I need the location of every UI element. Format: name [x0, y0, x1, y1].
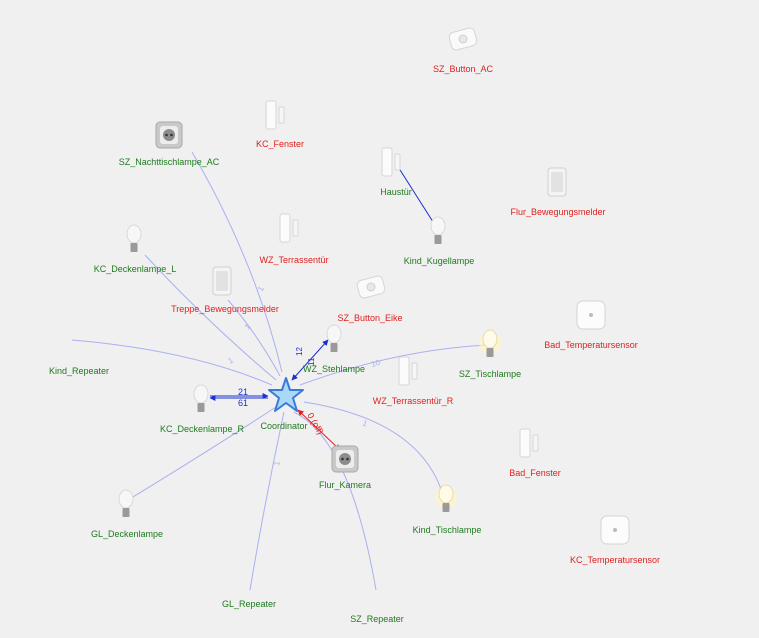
node-label-kc-fenster[interactable]: KC_Fenster — [255, 139, 305, 149]
motion-sensor-icon[interactable] — [547, 167, 567, 197]
coordinator-star-icon[interactable] — [268, 377, 304, 412]
node-label-sz-button-eike[interactable]: SZ_Button_Eike — [337, 313, 403, 323]
link-kind-tischlampe — [303, 401, 444, 496]
bulb-icon[interactable] — [118, 489, 134, 517]
node-label-kind-kugellampe[interactable]: Kind_Kugellampe — [403, 256, 475, 266]
warm-bulb-icon[interactable] — [435, 484, 457, 512]
lqi-label: 21 — [238, 387, 248, 397]
node-label-flur-bewegungsmelder[interactable]: Flur_Bewegungsmelder — [510, 207, 606, 217]
lqi-label: 1 — [243, 322, 253, 332]
node-label-kc-deckenlampe-r[interactable]: KC_Deckenlampe_R — [159, 424, 245, 434]
node-label-sz-button-ac[interactable]: SZ_Button_AC — [432, 64, 494, 74]
lqi-label: 1 — [361, 418, 369, 428]
bulb-icon[interactable] — [193, 384, 209, 412]
door-sensor-icon[interactable] — [279, 213, 299, 243]
link-kc-deckenlampe-l — [144, 254, 277, 381]
link-kind-repeater — [71, 339, 273, 386]
link-sz-nachttischlampe — [191, 151, 283, 373]
node-label-bad-fenster[interactable]: Bad_Fenster — [509, 468, 561, 478]
link-treppe — [227, 299, 281, 377]
node-label-treppe-bewegungsmelder[interactable]: Treppe_Bewegungsmelder — [171, 304, 279, 314]
node-label-flur-kamera[interactable]: Flur_Kamera — [318, 480, 372, 490]
link-sz-repeater — [293, 411, 377, 591]
node-label-sz-nachttischlampe-ac[interactable]: SZ_Nachttischlampe_AC — [118, 157, 220, 167]
node-label-wz-terrassentuer[interactable]: WZ_Terrassentür — [259, 255, 329, 265]
motion-sensor-icon[interactable] — [212, 266, 232, 296]
node-label-wz-stehlampe[interactable]: WZ_Stehlampe — [302, 364, 366, 374]
lqi-label: 11 — [307, 357, 316, 366]
smart-plug-icon[interactable] — [155, 121, 183, 149]
button-icon[interactable] — [448, 27, 478, 51]
node-label-haustuer[interactable]: Haustür — [380, 187, 412, 197]
node-label-sz-tischlampe[interactable]: SZ_Tischlampe — [458, 369, 522, 379]
door-sensor-icon[interactable] — [381, 147, 401, 177]
door-sensor-icon[interactable] — [265, 100, 285, 130]
smart-plug-icon[interactable] — [331, 445, 359, 473]
node-label-coordinator[interactable]: Coordinator — [260, 421, 308, 431]
node-label-gl-repeater[interactable]: GL_Repeater — [221, 599, 277, 609]
link-kind-kugellampe — [394, 161, 436, 226]
node-label-kc-temperatursensor[interactable]: KC_Temperatursensor — [569, 555, 661, 565]
node-label-kc-deckenlampe-l[interactable]: KC_Deckenlampe_L — [93, 264, 177, 274]
bulb-icon[interactable] — [126, 224, 142, 252]
warm-bulb-icon[interactable] — [479, 329, 501, 357]
bulb-icon[interactable] — [326, 324, 342, 352]
node-label-wz-terrassentuer-r[interactable]: WZ_Terrassentür_R — [372, 396, 454, 406]
lqi-label: 10 — [370, 358, 381, 369]
bulb-icon[interactable] — [430, 216, 446, 244]
link-gl-deckenlampe — [127, 406, 277, 501]
lqi-label: 1 — [227, 355, 236, 365]
lqi-label: 12 — [295, 347, 304, 356]
node-label-kind-tischlampe[interactable]: Kind_Tischlampe — [412, 525, 482, 535]
lqi-label: 0 (off) — [305, 411, 325, 436]
link-gl-repeater — [249, 411, 285, 591]
node-label-bad-temperatursensor[interactable]: Bad_Temperatursensor — [544, 340, 638, 350]
link-wz-stehlampe — [291, 339, 329, 381]
node-label-gl-deckenlampe[interactable]: GL_Deckenlampe — [90, 529, 164, 539]
node-label-sz-repeater[interactable]: SZ_Repeater — [350, 614, 404, 624]
door-sensor-icon[interactable] — [398, 356, 418, 386]
link-flur-kamera — [297, 409, 341, 451]
temperature-sensor-icon[interactable] — [576, 300, 606, 330]
lqi-label: 1 — [272, 460, 282, 466]
door-sensor-icon[interactable] — [519, 428, 539, 458]
button-icon[interactable] — [356, 275, 386, 299]
temperature-sensor-icon[interactable] — [600, 515, 630, 545]
node-label-kind-repeater[interactable]: Kind_Repeater — [48, 366, 110, 376]
lqi-label: 61 — [238, 398, 248, 408]
lqi-label: 1 — [256, 284, 266, 293]
